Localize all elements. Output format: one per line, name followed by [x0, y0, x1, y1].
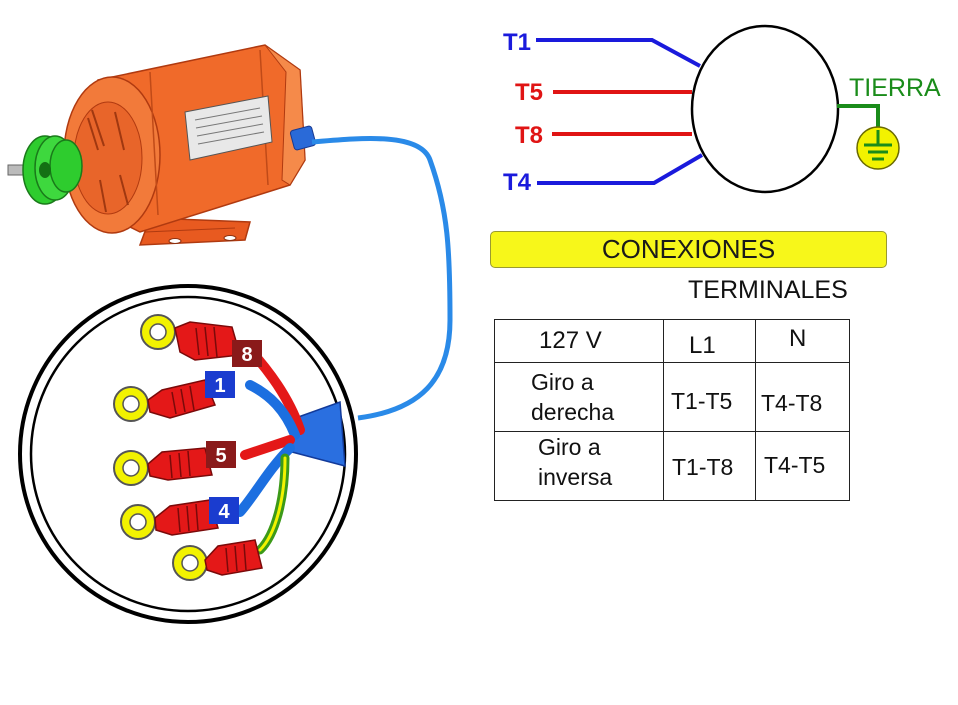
connections-banner: CONEXIONES: [490, 231, 887, 268]
header-voltage: 127 V: [494, 319, 664, 363]
header-n-text: N: [789, 325, 807, 352]
motor-illustration: [7, 44, 317, 246]
row-l1-inversa: T1-T8: [663, 431, 756, 501]
wire-label-4: 4: [218, 501, 230, 523]
wire-label-5: 5: [215, 445, 226, 467]
ground-wire: [837, 104, 880, 130]
row-label-line1: Giro a: [531, 369, 594, 395]
terminal-box: 8 1 5 4: [18, 284, 358, 624]
connections-table: 127 V L1 N Giro a derecha T1-T5 T4-T8 Gi…: [494, 319, 850, 501]
row-l1-text: T1-T5: [671, 388, 733, 414]
wire-label-8: 8: [241, 344, 252, 366]
row-label-line2: derecha: [531, 399, 615, 425]
motor-cable: [311, 136, 453, 421]
wire-label-1: 1: [214, 375, 225, 397]
header-l1: L1: [663, 319, 756, 363]
row-n-text: T4-T5: [764, 452, 826, 478]
terminal-label-t8: T8: [515, 122, 543, 149]
row-label-line1: Giro a: [538, 434, 601, 460]
row-n-inversa: T4-T5: [755, 431, 850, 501]
table-header-row: 127 V L1 N: [494, 319, 850, 363]
row-label-line2: inversa: [538, 464, 613, 490]
ground-icon: [856, 126, 900, 170]
wire-t4: [537, 153, 704, 185]
row-n-derecha: T4-T8: [755, 362, 850, 432]
row-label-derecha: Giro a derecha: [494, 362, 664, 432]
header-voltage-text: 127 V: [539, 327, 602, 354]
terminals-title: TERMINALES: [688, 276, 848, 304]
ground-label: TIERRA: [849, 74, 941, 102]
terminal-label-t1: T1: [503, 29, 531, 56]
row-label-inversa: Giro a inversa: [494, 431, 664, 501]
wire-label-1-bg: [205, 371, 235, 398]
row-n-text: T4-T8: [761, 390, 823, 416]
wire-label-8-bg: [232, 340, 262, 367]
motor-symbol: [690, 24, 840, 194]
wire-t1: [536, 38, 701, 68]
terminal-label-t4: T4: [503, 169, 532, 196]
header-n: N: [755, 319, 850, 363]
terminal-label-t5: T5: [515, 79, 543, 106]
header-l1-text: L1: [689, 332, 716, 359]
table-row: Giro a inversa T1-T8 T4-T5: [494, 431, 850, 501]
row-l1-derecha: T1-T5: [663, 362, 756, 432]
wire-label-5-bg: [206, 441, 236, 468]
schematic: T1 T5 T8 T4 TIERRA: [503, 24, 941, 196]
row-l1-text: T1-T8: [672, 454, 734, 480]
table-row: Giro a derecha T1-T5 T4-T8: [494, 362, 850, 432]
wire-label-4-bg: [209, 497, 239, 524]
